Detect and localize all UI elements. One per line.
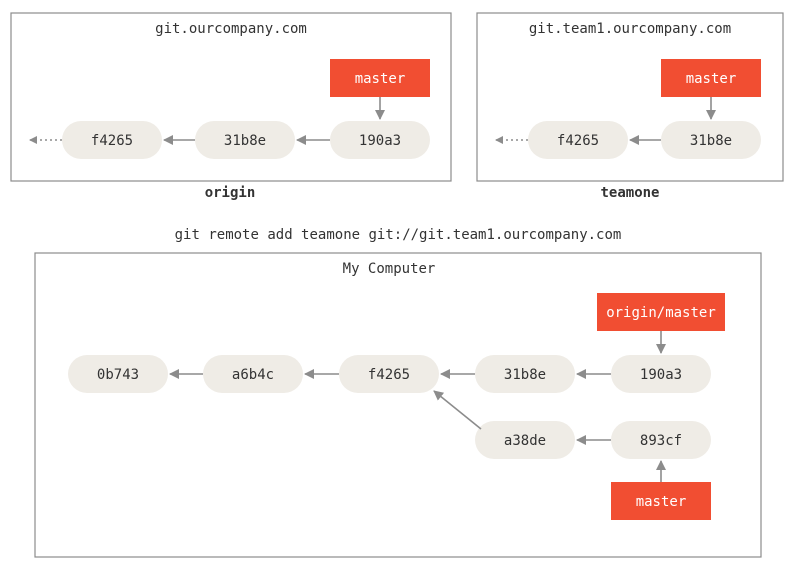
local-commit-a6b4c	[203, 355, 303, 393]
local-title: My Computer	[343, 261, 436, 277]
local-commit-label: 31b8e	[504, 367, 546, 383]
origin-master-remote-ref	[597, 293, 725, 331]
local-commit-label: a6b4c	[232, 367, 274, 383]
teamone-master-ref	[661, 59, 761, 97]
local-repository: My Computer origin/master 0b743 a6b4c f4…	[34, 252, 762, 558]
local-commit-a38de	[475, 421, 575, 459]
origin-master-remote-label: origin/master	[606, 305, 716, 321]
origin-commit-190a3	[330, 121, 430, 159]
origin-commit-label: 190a3	[359, 133, 401, 149]
teamone-commit-31b8e	[661, 121, 761, 159]
origin-commit-31b8e	[195, 121, 295, 159]
origin-host: git.ourcompany.com	[155, 21, 307, 37]
origin-master-ref	[330, 59, 430, 97]
local-master-label: master	[636, 494, 687, 510]
origin-label: origin	[205, 185, 256, 201]
git-command: git remote add teamone git://git.team1.o…	[175, 227, 622, 243]
local-commit-f4265	[339, 355, 439, 393]
origin-server: git.ourcompany.com master f4265 31b8e 19…	[10, 12, 452, 201]
local-commit-893cf	[611, 421, 711, 459]
local-commit-0b743	[68, 355, 168, 393]
origin-commit-f4265	[62, 121, 162, 159]
local-commit-label: f4265	[368, 367, 410, 383]
teamone-master-label: master	[686, 71, 737, 87]
local-commit-label: 893cf	[640, 433, 682, 449]
local-commit-31b8e	[475, 355, 575, 393]
teamone-commit-label: f4265	[557, 133, 599, 149]
teamone-label: teamone	[600, 185, 659, 201]
origin-master-label: master	[355, 71, 406, 87]
local-branch-parent-arrow	[433, 390, 482, 430]
origin-commit-label: f4265	[91, 133, 133, 149]
teamone-commit-f4265	[528, 121, 628, 159]
local-commit-label: 190a3	[640, 367, 682, 383]
teamone-host: git.team1.ourcompany.com	[529, 21, 731, 37]
local-commit-190a3	[611, 355, 711, 393]
teamone-server: git.team1.ourcompany.com master f4265 31…	[476, 12, 784, 201]
local-commit-label: 0b743	[97, 367, 139, 383]
origin-commit-label: 31b8e	[224, 133, 266, 149]
local-commit-label: a38de	[504, 433, 546, 449]
local-master-ref	[611, 482, 711, 520]
teamone-commit-label: 31b8e	[690, 133, 732, 149]
